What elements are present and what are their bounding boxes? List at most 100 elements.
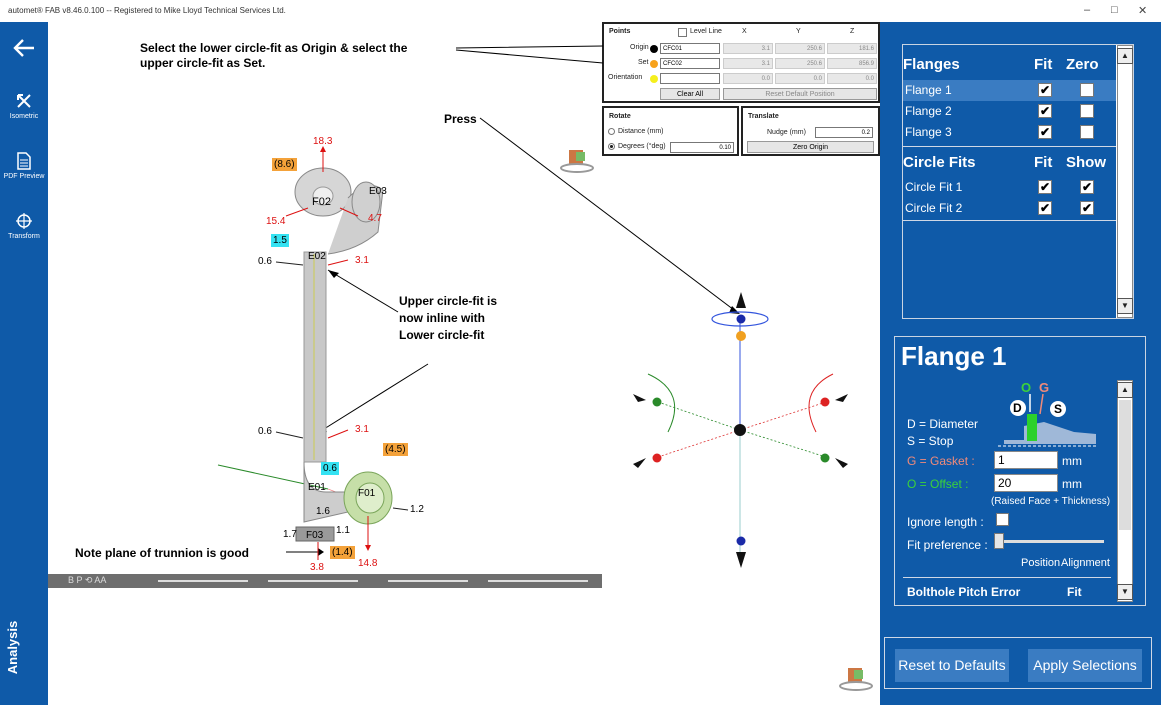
flanges-zero-header: Zero [1066, 56, 1099, 73]
window-title: automet® FAB v8.46.0.100 -- Registered t… [8, 6, 286, 15]
level-line-label: Level Line [690, 28, 722, 35]
circle-fits-show-header: Show [1066, 154, 1106, 171]
annotation-select-2: upper circle-fit as Set. [140, 56, 266, 70]
slider-1[interactable] [158, 580, 248, 582]
view-cube-bottom-icon[interactable] [839, 668, 873, 691]
flange-2-zero-checkbox[interactable] [1080, 104, 1094, 118]
set-combo[interactable]: CFC02 [660, 58, 720, 69]
distance-radio[interactable] [608, 128, 615, 135]
set-y: 250.6 [775, 58, 825, 69]
nav-transform[interactable]: Transform [0, 212, 48, 240]
circle-fit-row-2[interactable]: Circle Fit 2 ✔ ✔ [903, 198, 1116, 219]
nav-pdf-label: PDF Preview [3, 173, 45, 180]
fit-preference-track[interactable] [998, 540, 1104, 543]
bolthole-fit-label: Fit [1067, 585, 1082, 599]
circle-fit-1-show-checkbox[interactable]: ✔ [1080, 180, 1094, 194]
flange-row-1[interactable]: Flange 1 ✔ [903, 80, 1116, 101]
dim-0-6-a: 0.6 [258, 256, 272, 267]
label-f01: F01 [358, 488, 376, 499]
detail-divider [903, 577, 1111, 578]
flange-row-3[interactable]: Flange 3 ✔ [903, 122, 1116, 143]
level-line-checkbox[interactable] [678, 28, 687, 37]
fit-preference-slider[interactable] [994, 533, 1004, 549]
clear-all-button[interactable]: Clear All [660, 88, 720, 100]
document-icon [17, 152, 31, 170]
circle-fit-2-fit-checkbox[interactable]: ✔ [1038, 201, 1052, 215]
degrees-radio[interactable] [608, 143, 615, 150]
distance-label: Distance (mm) [618, 128, 664, 135]
view-cube-icon[interactable] [560, 150, 594, 173]
col-z: Z [850, 28, 855, 35]
diagram-s-label: S [1054, 402, 1063, 416]
button-area [884, 637, 1152, 689]
list-scroll-up[interactable]: ▲ [1117, 48, 1133, 64]
gasket-input[interactable]: 1 [994, 451, 1058, 469]
minimize-button[interactable]: – [1084, 4, 1091, 16]
nav-isometric[interactable]: Isometric [0, 92, 48, 120]
label-f03: F03 [306, 530, 324, 541]
apply-selections-button[interactable]: Apply Selections [1028, 649, 1142, 682]
circle-fit-2-label: Circle Fit 2 [905, 201, 963, 215]
annotation-inline-1: Upper circle-fit is [399, 294, 498, 308]
circle-fit-1-label: Circle Fit 1 [905, 180, 963, 194]
detail-scroll-up[interactable]: ▲ [1117, 382, 1133, 398]
nav-isometric-label: Isometric [9, 113, 39, 120]
detail-title: Flange 1 [901, 341, 1007, 371]
flange-1-label: Flange 1 [905, 83, 952, 97]
circle-fit-2-show-checkbox[interactable]: ✔ [1080, 201, 1094, 215]
analysis-tab[interactable]: Analysis [5, 600, 40, 700]
nav-pdf-preview[interactable]: PDF Preview [0, 152, 48, 180]
gasket-unit: mm [1062, 454, 1082, 468]
origin-z: 181.6 [827, 43, 877, 54]
offset-input[interactable]: 20 [994, 474, 1058, 492]
slider-4[interactable] [488, 580, 588, 582]
offset-label: O = Offset : [907, 477, 969, 491]
origin-dot [650, 45, 658, 53]
bolthole-label: Bolthole Pitch Error [907, 585, 1021, 599]
list-scroll-down[interactable]: ▼ [1117, 298, 1133, 314]
list-scrollbar[interactable] [1117, 45, 1133, 318]
left-sidebar: Isometric PDF Preview Transform [0, 22, 48, 705]
reset-defaults-button[interactable]: Reset to Defaults [895, 649, 1009, 682]
flange-row-2[interactable]: Flange 2 ✔ [903, 101, 1116, 122]
ignore-length-checkbox[interactable] [996, 513, 1009, 526]
dim-3-1-a: 3.1 [355, 255, 369, 266]
detail-scroll-down[interactable]: ▼ [1117, 584, 1133, 600]
flange-3-zero-checkbox[interactable] [1080, 125, 1094, 139]
list-divider [903, 146, 1116, 147]
degrees-input[interactable]: 0.10 [670, 142, 734, 153]
circle-fit-row-1[interactable]: Circle Fit 1 ✔ ✔ [903, 177, 1116, 198]
flange-2-fit-checkbox[interactable]: ✔ [1038, 104, 1052, 118]
toolbar-items[interactable]: B P ⟲ AA [68, 575, 107, 585]
nudge-input[interactable]: 0.2 [815, 127, 873, 138]
orientation-z: 0.0 [827, 73, 877, 84]
model-viewport[interactable] [48, 22, 880, 705]
s-stop-text: S = Stop [907, 434, 954, 448]
dim-3-8: 3.8 [310, 562, 324, 573]
close-button[interactable]: ✕ [1138, 5, 1148, 17]
flange-1-fit-checkbox[interactable]: ✔ [1038, 83, 1052, 97]
flange-1-zero-checkbox[interactable] [1080, 83, 1094, 97]
diagram-g-label: G [1039, 380, 1050, 395]
flange-diagram [998, 393, 1098, 447]
maximize-button[interactable]: □ [1111, 4, 1118, 16]
slider-2[interactable] [268, 580, 358, 582]
dim-0-6-b: 0.6 [258, 426, 272, 437]
view-toolbar[interactable]: B P ⟲ AA [48, 574, 602, 588]
circle-fit-1-fit-checkbox[interactable]: ✔ [1038, 180, 1052, 194]
reset-default-position-button[interactable]: Reset Default Position [723, 88, 877, 100]
slider-3[interactable] [388, 580, 468, 582]
flange-3-fit-checkbox[interactable]: ✔ [1038, 125, 1052, 139]
diagram-o-label: O [1021, 380, 1032, 395]
origin-combo[interactable]: CFC01 [660, 43, 720, 54]
dim-1-2: 1.2 [410, 504, 424, 515]
back-arrow-icon[interactable] [0, 38, 48, 61]
dim-15-4: 15.4 [266, 216, 286, 227]
zero-origin-button[interactable]: Zero Origin [747, 141, 874, 153]
annotation-press: Press [444, 112, 477, 126]
d-diameter-text: D = Diameter [907, 417, 979, 431]
orientation-combo[interactable] [660, 73, 720, 84]
detail-scroll-thumb[interactable] [1119, 400, 1131, 530]
flange-2-label: Flange 2 [905, 104, 952, 118]
rotate-title: Rotate [609, 113, 631, 120]
